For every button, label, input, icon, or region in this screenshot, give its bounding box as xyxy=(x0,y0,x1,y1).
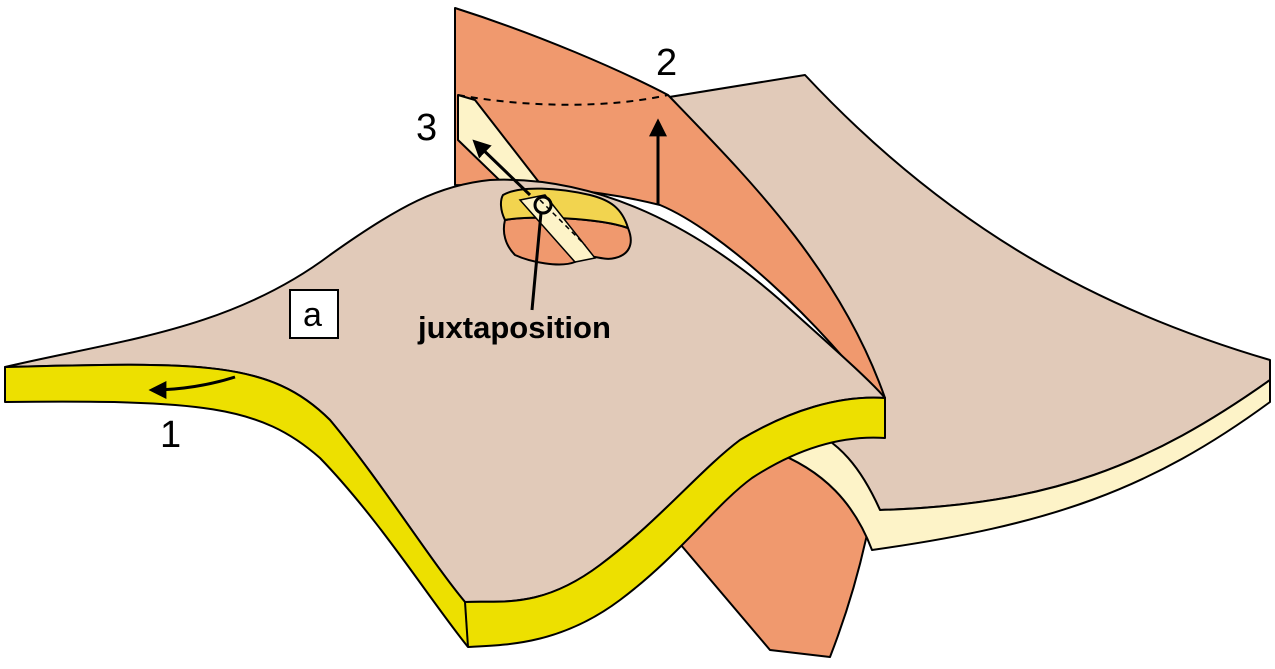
dashed-trace xyxy=(457,94,669,106)
label-2: 2 xyxy=(656,42,677,84)
panel-label-box xyxy=(289,289,339,339)
label-juxtaposition: juxtaposition xyxy=(417,310,611,345)
juxtaposition-point xyxy=(533,195,553,215)
label-1: 1 xyxy=(160,414,181,456)
juxtaposition-dashed-line xyxy=(539,199,586,246)
right-layer-cream xyxy=(769,379,1271,551)
label-3: 3 xyxy=(416,107,437,149)
arrow-slip-3 xyxy=(472,139,532,197)
panel-label: a xyxy=(303,296,322,334)
fold-layer-yellow xyxy=(4,363,886,648)
fold-layer-end-edge xyxy=(464,601,469,648)
juxtaposition-pointer-line xyxy=(530,212,543,311)
arrow-rotation-1 xyxy=(148,375,236,399)
